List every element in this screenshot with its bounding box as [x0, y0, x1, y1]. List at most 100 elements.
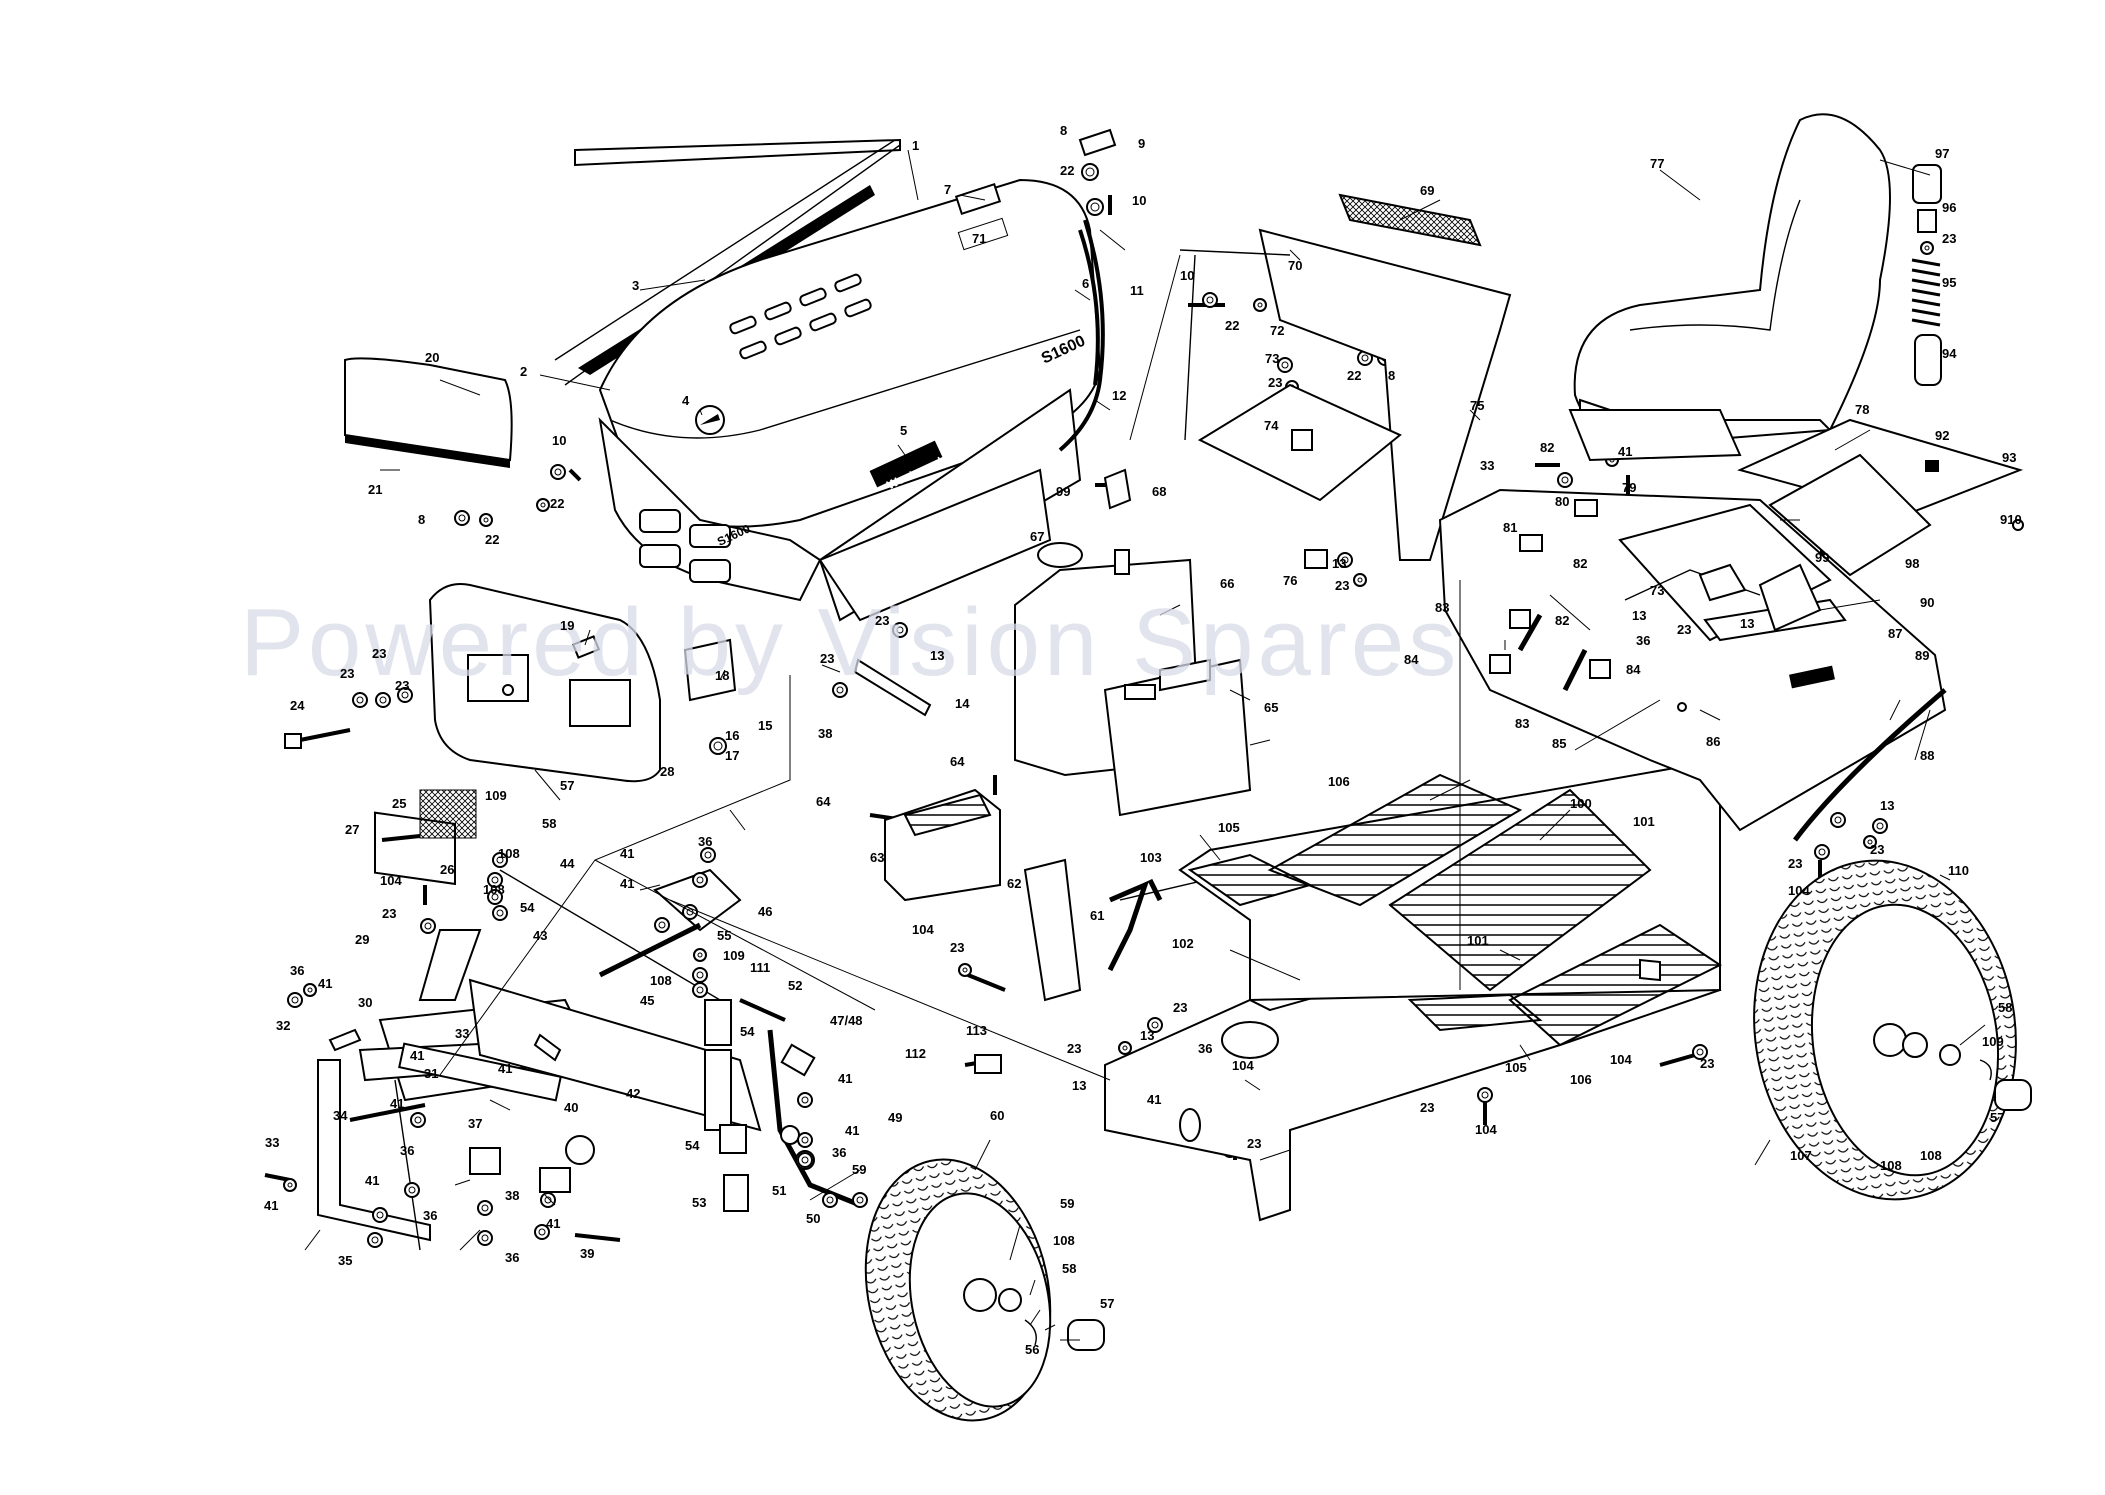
washer-46 [654, 917, 670, 933]
part-label-104b: 104 [912, 922, 934, 937]
chassis-hole [1221, 1021, 1279, 1059]
battery-terminal-b [1124, 684, 1156, 700]
part-label-36g: 36 [1636, 633, 1650, 648]
part-label-23r: 23 [1700, 1056, 1714, 1071]
part-label-109b: 109 [723, 948, 745, 963]
bracket-35 [317, 1059, 431, 1242]
part-label-108e: 108 [1880, 1158, 1902, 1173]
grille-vent-c [639, 544, 681, 568]
part-label-65: 65 [1264, 700, 1278, 715]
washer-44 [487, 889, 503, 905]
part-label-51: 51 [772, 1183, 786, 1198]
washer-hole-65 [801, 1156, 809, 1164]
part-label-36e: 36 [423, 1208, 437, 1223]
part-label-23e: 23 [875, 613, 889, 628]
washer-51 [692, 967, 708, 983]
washer-hole-12 [1206, 296, 1214, 304]
part-label-36b: 36 [290, 963, 304, 978]
switch-84b [1589, 659, 1611, 679]
watermark-text: Powered by Vision Spares [240, 589, 1460, 696]
part-label-23d: 23 [820, 651, 834, 666]
washer-65 [797, 1152, 813, 1168]
part-label-41a: 41 [620, 846, 634, 861]
part-label-32: 32 [276, 1018, 290, 1033]
part-label-22a: 22 [1060, 163, 1074, 178]
pivot-4748 [780, 1043, 816, 1077]
washer-hole-45 [496, 909, 504, 917]
front-axle-assembly [317, 868, 861, 1251]
part-label-112: 112 [905, 1046, 926, 1061]
washer-hole-13 [1281, 361, 1289, 369]
part-label-82c: 82 [1555, 613, 1569, 628]
washer-hole-60 [481, 1234, 489, 1242]
part-label-83b: 83 [1515, 716, 1529, 731]
grille-vent-b [689, 524, 731, 548]
part-label-100: 100 [1570, 796, 1592, 811]
washer-57 [372, 1207, 388, 1223]
headlight-grille-26 [419, 789, 477, 839]
part-label-89: 89 [1915, 648, 1929, 663]
part-label-5: 5 [900, 423, 907, 438]
washer-hole-53 [291, 996, 299, 1004]
part-label-21: 21 [368, 482, 382, 497]
part-label-13a: 13 [930, 648, 944, 663]
part-label-19: 19 [560, 618, 574, 633]
part-label-18: 18 [715, 668, 729, 683]
part-label-59a: 59 [852, 1162, 866, 1177]
part-label-41c: 41 [318, 976, 332, 991]
floor-mat-100 [1388, 788, 1652, 992]
part-label-53: 53 [692, 1195, 706, 1210]
lever-83b [1562, 648, 1588, 692]
washer-18 [1353, 573, 1367, 587]
spring-95 [1911, 258, 1941, 327]
part-label-73b: 73 [1650, 583, 1664, 598]
washer-hole-10 [836, 686, 844, 694]
washer-1 [1086, 198, 1104, 216]
part-label-22c: 22 [485, 532, 499, 547]
washer-47 [700, 847, 716, 863]
front-deflector [344, 357, 513, 468]
part-label-41f: 41 [838, 1071, 852, 1086]
seat-bracket-79 [1568, 409, 1742, 462]
bolt-10b [568, 468, 582, 482]
part-label-72: 72 [1270, 323, 1284, 338]
washer-hole-57 [376, 1211, 384, 1219]
part-label-41d: 41 [410, 1048, 424, 1063]
hood-assembly: Westwood S1600 S1600 [554, 138, 1105, 622]
bracket-62 [1023, 858, 1082, 1002]
bumper-slot-left [467, 654, 529, 702]
part-label-35: 35 [338, 1253, 352, 1268]
washer-53 [287, 992, 303, 1008]
washer-hole-7 [379, 696, 387, 704]
part-label-108c: 108 [650, 973, 672, 988]
floor-mat-106a [1267, 773, 1523, 907]
part-label-23k: 23 [1677, 622, 1691, 637]
washer-hole-26 [1924, 245, 1930, 251]
washer-hole-64 [801, 1136, 809, 1144]
washer-hole-6 [356, 696, 364, 704]
part-label-64b: 64 [816, 794, 831, 809]
part-label-8b: 8 [418, 512, 425, 527]
hood-brand-badge-bg [869, 440, 943, 488]
washer-45 [492, 905, 508, 921]
washer-hole-40 [1696, 1048, 1704, 1056]
part-label-41h: 41 [845, 1123, 859, 1138]
part-label-98: 98 [1905, 556, 1919, 571]
washer-hole-32 [1151, 1021, 1159, 1029]
seat-contour [1629, 199, 1801, 331]
part-label-75: 75 [1470, 398, 1484, 413]
washer-9 [709, 737, 727, 755]
part-label-9: 9 [1138, 136, 1145, 151]
rear-clip-109 [1979, 1059, 1992, 1081]
part-label-26: 26 [440, 862, 454, 877]
washer-7 [375, 692, 391, 708]
fender-label-89 [1789, 665, 1835, 689]
part-label-23m: 23 [1067, 1041, 1081, 1056]
grille-vent-a [639, 509, 681, 533]
part-label-7: 7 [944, 182, 951, 197]
washer-2 [550, 464, 566, 480]
washer-hole-48 [696, 876, 704, 884]
clip-101b [1639, 958, 1661, 982]
washer-26 [1920, 241, 1934, 255]
